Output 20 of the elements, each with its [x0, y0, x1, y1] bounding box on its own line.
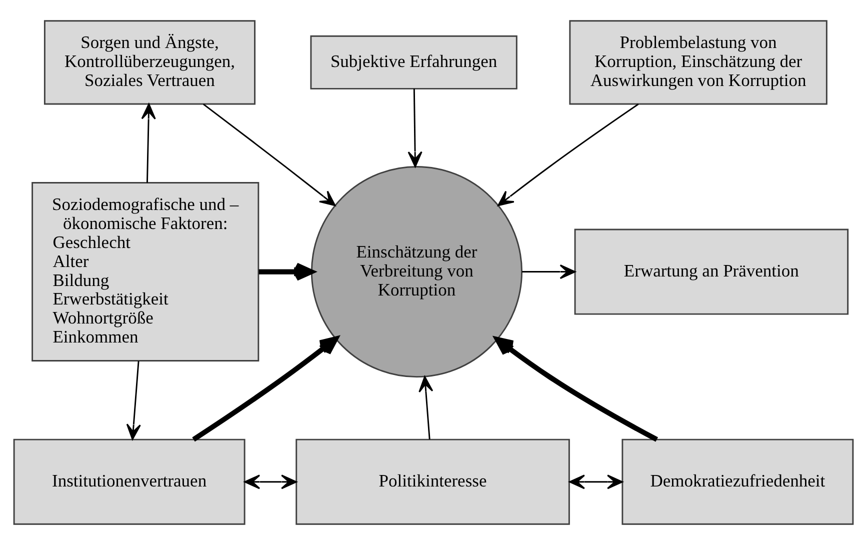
node-box: Soziodemografische und – ökonomische Faktoren: Geschlecht Alter Bildung Erwerbstätigkeit Wohnortgröße Einkommen: [32, 182, 260, 362]
node-box: Erwartung an Prävention: [574, 228, 849, 315]
node-box: Politikinteresse: [296, 438, 570, 525]
arrow: [141, 103, 156, 183]
arrow: [494, 336, 658, 442]
node-circle: Einschätzung der Verbreitung von Korruption: [310, 166, 522, 378]
arrow: [126, 361, 141, 440]
arrow: [202, 104, 336, 206]
arrow: [522, 264, 576, 280]
arrow: [498, 104, 639, 206]
arrow: [408, 88, 422, 168]
node-box: Demokratiezufriedenheit: [622, 438, 854, 525]
node-box: Subjektive Erfahrungen: [310, 35, 518, 90]
arrow: [418, 376, 434, 440]
node-box: Institutionenvertrauen: [13, 438, 246, 525]
arrow: [192, 336, 338, 442]
arrow: [244, 474, 297, 490]
node-box: Sorgen und Ängste, Kontrollüberzeugungen, Soziales Vertrauen: [44, 20, 256, 105]
arrow: [569, 474, 623, 490]
node-box: Problembelastung von Korruption, Einschätzung der Auswirkungen von Korruption: [569, 20, 828, 105]
